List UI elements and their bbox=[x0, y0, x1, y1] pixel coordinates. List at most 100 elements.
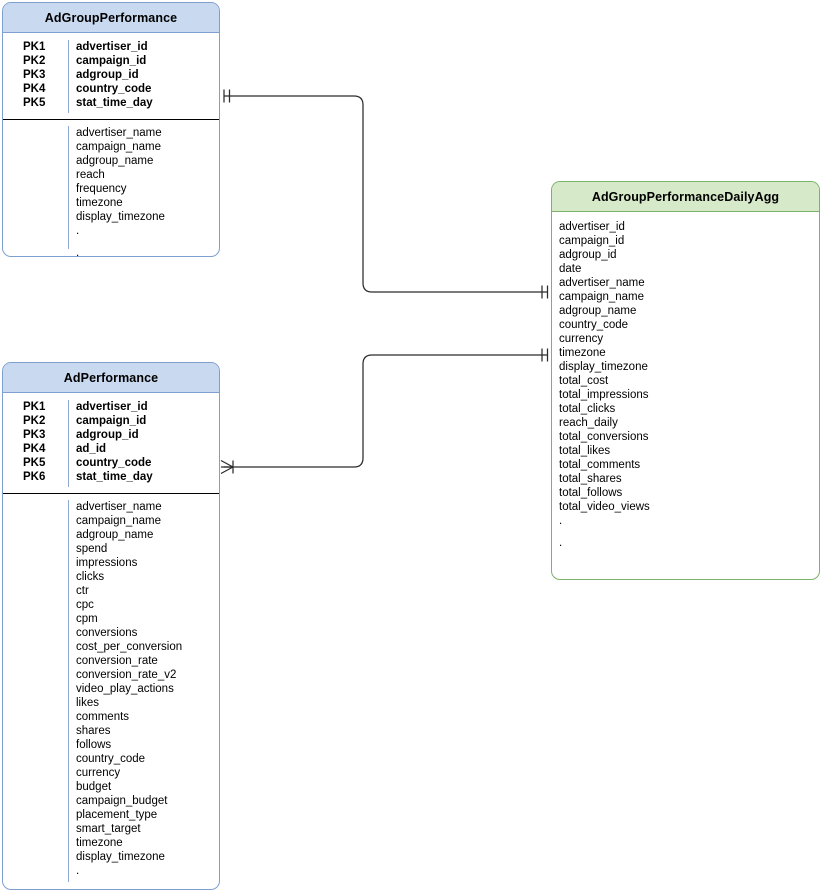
pk-label: PK2 bbox=[23, 415, 46, 427]
attribute-row: conversions bbox=[76, 627, 138, 639]
attribute-row: total_comments bbox=[559, 459, 641, 471]
pk-field: stat_time_day bbox=[76, 471, 153, 483]
attribute-row: total_cost bbox=[559, 375, 609, 387]
key-attribute-divider bbox=[3, 119, 219, 120]
pk-label: PK1 bbox=[23, 401, 46, 413]
entity-adgroup-performance-daily-agg[interactable]: AdGroupPerformanceDailyAgg advertiser_id… bbox=[551, 181, 820, 580]
pk-field: country_code bbox=[76, 83, 152, 95]
pk-field-column: advertiser_id campaign_id adgroup_id cou… bbox=[69, 40, 219, 113]
attribute-row: display_timezone bbox=[559, 361, 648, 373]
attribute-row: reach bbox=[76, 169, 105, 181]
attribute-column: advertiser_name campaign_name adgroup_na… bbox=[69, 126, 219, 256]
attribute-row: advertiser_id bbox=[559, 221, 625, 233]
attribute-row: display_timezone bbox=[76, 211, 165, 223]
attribute-row: timezone bbox=[559, 347, 606, 359]
pk-label: PK5 bbox=[23, 457, 46, 469]
pk-label: PK5 bbox=[23, 97, 46, 109]
pk-field: advertiser_id bbox=[76, 401, 148, 413]
pk-field: country_code bbox=[76, 457, 152, 469]
attribute-row: total_clicks bbox=[559, 403, 616, 415]
pk-field: stat_time_day bbox=[76, 97, 153, 109]
pk-field: campaign_id bbox=[76, 415, 147, 427]
pk-label: PK2 bbox=[23, 55, 46, 67]
cardinality-many-marker bbox=[220, 459, 234, 475]
attribute-row: currency bbox=[76, 767, 121, 779]
attribute-row: campaign_name bbox=[76, 515, 162, 527]
pk-field: ad_id bbox=[76, 443, 107, 455]
attribute-row: adgroup_id bbox=[559, 249, 617, 261]
attribute-row: total_likes bbox=[559, 445, 611, 457]
attribute-row: follows bbox=[76, 739, 112, 751]
attribute-row: . bbox=[559, 537, 563, 549]
attribute-row: . bbox=[559, 515, 563, 527]
relationship-line bbox=[224, 95, 548, 293]
entity-attribute-section-ad-performance: advertiser_name campaign_name adgroup_na… bbox=[3, 493, 219, 889]
relationship-adgroup-to-agg bbox=[223, 89, 549, 299]
pk-label: PK4 bbox=[23, 83, 46, 95]
attribute-row: reach_daily bbox=[559, 417, 618, 429]
attribute-spacer-column bbox=[3, 500, 69, 882]
attribute-row: ctr bbox=[76, 585, 89, 597]
attribute-row: impressions bbox=[76, 557, 138, 569]
attribute-row: placement_type bbox=[76, 809, 158, 821]
attribute-row: total_impressions bbox=[559, 389, 649, 401]
attribute-row: advertiser_name bbox=[76, 501, 162, 513]
attribute-row: total_conversions bbox=[559, 431, 649, 443]
attribute-row: . bbox=[76, 225, 80, 237]
pk-label: PK4 bbox=[23, 443, 46, 455]
key-attribute-divider bbox=[3, 493, 219, 494]
pk-label: PK1 bbox=[23, 41, 46, 53]
pk-label: PK3 bbox=[23, 69, 46, 81]
attribute-row: timezone bbox=[76, 837, 123, 849]
attribute-row: advertiser_name bbox=[559, 277, 645, 289]
attribute-row: comments bbox=[76, 711, 130, 723]
pk-field: campaign_id bbox=[76, 55, 147, 67]
attribute-row: likes bbox=[76, 697, 100, 709]
attribute-row: conversion_rate_v2 bbox=[76, 669, 177, 681]
entity-title-adgroup-performance: AdGroupPerformance bbox=[3, 3, 219, 33]
attribute-row: cpc bbox=[76, 599, 94, 611]
pk-label: PK6 bbox=[23, 471, 46, 483]
attribute-row: campaign_id bbox=[559, 235, 625, 247]
pk-field: advertiser_id bbox=[76, 41, 148, 53]
attribute-row: timezone bbox=[76, 197, 123, 209]
entity-attribute-section-adgroup-performance: advertiser_name campaign_name adgroup_na… bbox=[3, 119, 219, 256]
pk-field: adgroup_id bbox=[76, 69, 139, 81]
attribute-row: . bbox=[76, 865, 80, 877]
attribute-row: adgroup_name bbox=[559, 305, 637, 317]
attribute-row: campaign_name bbox=[76, 141, 162, 153]
attribute-row: total_follows bbox=[559, 487, 623, 499]
entity-adgroup-performance[interactable]: AdGroupPerformance PK1 PK2 PK3 PK4 PK5 a… bbox=[2, 2, 220, 257]
attribute-row: video_play_actions bbox=[76, 683, 174, 695]
attribute-row: campaign_budget bbox=[76, 795, 168, 807]
pk-label-column: PK1 PK2 PK3 PK4 PK5 bbox=[3, 40, 69, 113]
attribute-row: smart_target bbox=[76, 823, 141, 835]
attribute-column: advertiser_name campaign_name adgroup_na… bbox=[69, 500, 219, 889]
attribute-row: cost_per_conversion bbox=[76, 641, 183, 653]
entity-key-section-ad-performance: PK1 PK2 PK3 PK4 PK5 PK6 advertiser_id ca… bbox=[3, 393, 219, 493]
relationship-ad-to-agg bbox=[220, 348, 549, 475]
attribute-row: conversion_rate bbox=[76, 655, 158, 667]
attribute-row: budget bbox=[76, 781, 112, 793]
entity-key-section-adgroup-performance: PK1 PK2 PK3 PK4 PK5 advertiser_id campai… bbox=[3, 33, 219, 119]
attribute-row: total_video_views bbox=[559, 501, 650, 513]
attribute-row: spend bbox=[76, 543, 108, 555]
attribute-row: currency bbox=[559, 333, 604, 345]
attribute-row: country_code bbox=[76, 753, 146, 765]
pk-label-column: PK1 PK2 PK3 PK4 PK5 PK6 bbox=[3, 400, 69, 487]
attribute-row: clicks bbox=[76, 571, 105, 583]
entity-ad-performance[interactable]: AdPerformance PK1 PK2 PK3 PK4 PK5 PK6 ad… bbox=[2, 362, 220, 890]
pk-field-column: advertiser_id campaign_id adgroup_id ad_… bbox=[69, 400, 219, 487]
attribute-row: total_shares bbox=[559, 473, 622, 485]
attribute-spacer-column bbox=[3, 126, 69, 249]
attribute-row: . bbox=[76, 886, 219, 889]
attribute-row: adgroup_name bbox=[76, 155, 154, 167]
entity-title-adgroup-performance-daily-agg: AdGroupPerformanceDailyAgg bbox=[552, 182, 819, 212]
entity-attribute-section-adgroup-performance-daily-agg: advertiser_id campaign_id adgroup_id dat… bbox=[552, 212, 819, 550]
attribute-row: adgroup_name bbox=[76, 529, 154, 541]
attribute-row: advertiser_name bbox=[76, 127, 162, 139]
attribute-row: date bbox=[559, 263, 582, 275]
relationship-line bbox=[224, 354, 548, 468]
attribute-row: country_code bbox=[559, 319, 629, 331]
